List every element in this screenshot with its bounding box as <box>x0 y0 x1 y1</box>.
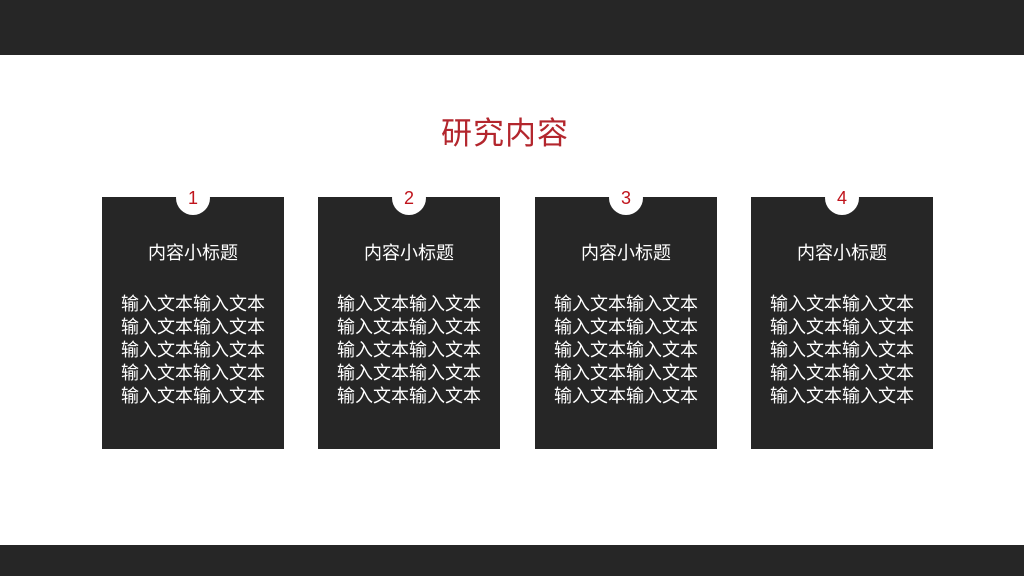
content-card-4: 4 内容小标题 输入文本输入文本 输入文本输入文本 输入文本输入文本 输入文本输… <box>751 181 933 449</box>
card-subtitle: 内容小标题 <box>797 243 887 264</box>
card-text-line: 输入文本输入文本 <box>770 294 914 315</box>
card-text-line: 输入文本输入文本 <box>121 317 265 338</box>
card-subtitle: 内容小标题 <box>364 243 454 264</box>
card-body-text: 输入文本输入文本 输入文本输入文本 输入文本输入文本 输入文本输入文本 输入文本… <box>102 293 284 408</box>
card-number-badge: 3 <box>609 181 643 215</box>
slide-title: 研究内容 <box>441 116 569 152</box>
card-text-line: 输入文本输入文本 <box>554 317 698 338</box>
card-text-line: 输入文本输入文本 <box>770 317 914 338</box>
card-body-text: 输入文本输入文本 输入文本输入文本 输入文本输入文本 输入文本输入文本 输入文本… <box>318 293 500 408</box>
card-text-line: 输入文本输入文本 <box>554 340 698 361</box>
card-body-text: 输入文本输入文本 输入文本输入文本 输入文本输入文本 输入文本输入文本 输入文本… <box>751 293 933 408</box>
card-subtitle: 内容小标题 <box>581 243 671 264</box>
card-text-line: 输入文本输入文本 <box>337 363 481 384</box>
card-text-line: 输入文本输入文本 <box>337 340 481 361</box>
card-text-line: 输入文本输入文本 <box>770 386 914 407</box>
card-subtitle: 内容小标题 <box>148 243 238 264</box>
card-text-line: 输入文本输入文本 <box>337 386 481 407</box>
card-text-line: 输入文本输入文本 <box>121 363 265 384</box>
top-bar <box>0 0 1024 55</box>
card-text-line: 输入文本输入文本 <box>770 363 914 384</box>
content-card-3: 3 内容小标题 输入文本输入文本 输入文本输入文本 输入文本输入文本 输入文本输… <box>535 181 717 449</box>
content-card-2: 2 内容小标题 输入文本输入文本 输入文本输入文本 输入文本输入文本 输入文本输… <box>318 181 500 449</box>
card-text-line: 输入文本输入文本 <box>770 340 914 361</box>
card-text-line: 输入文本输入文本 <box>337 317 481 338</box>
card-text-line: 输入文本输入文本 <box>121 340 265 361</box>
card-text-line: 输入文本输入文本 <box>554 294 698 315</box>
card-body-text: 输入文本输入文本 输入文本输入文本 输入文本输入文本 输入文本输入文本 输入文本… <box>535 293 717 408</box>
bottom-bar <box>0 545 1024 576</box>
card-number-badge: 4 <box>825 181 859 215</box>
content-card-1: 1 内容小标题 输入文本输入文本 输入文本输入文本 输入文本输入文本 输入文本输… <box>102 181 284 449</box>
card-text-line: 输入文本输入文本 <box>554 363 698 384</box>
card-number-badge: 2 <box>392 181 426 215</box>
card-text-line: 输入文本输入文本 <box>554 386 698 407</box>
card-text-line: 输入文本输入文本 <box>121 386 265 407</box>
card-text-line: 输入文本输入文本 <box>121 294 265 315</box>
card-text-line: 输入文本输入文本 <box>337 294 481 315</box>
card-number-badge: 1 <box>176 181 210 215</box>
